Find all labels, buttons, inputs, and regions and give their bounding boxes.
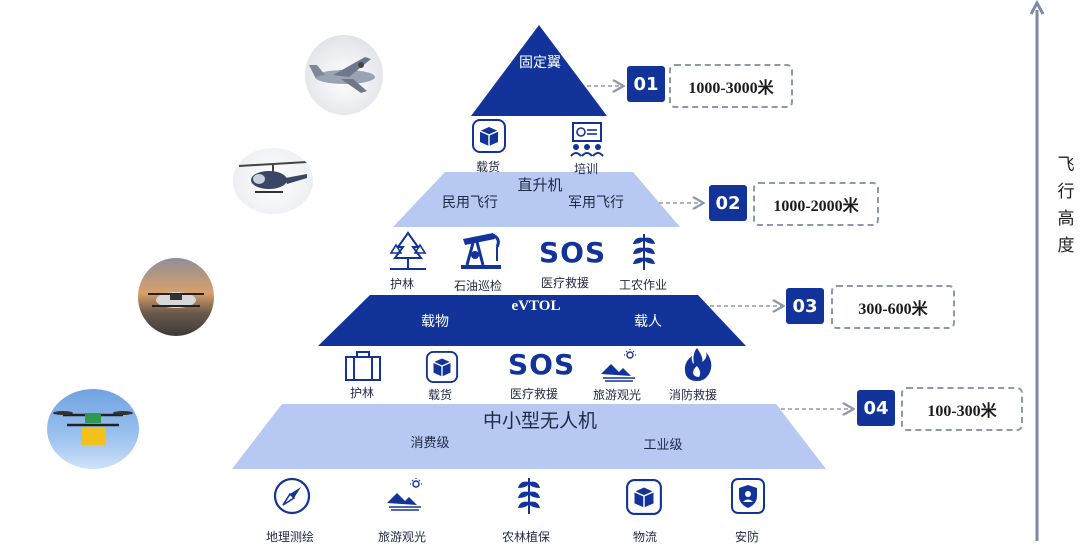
app-label-evtol-cargo: 载货 (428, 388, 453, 402)
tier-evtol-shape (318, 295, 746, 346)
drone-photo (47, 389, 139, 469)
evtol-photo (138, 258, 214, 336)
app-label-evtol-fire: 消防救援 (669, 388, 718, 402)
fire-icon (684, 348, 712, 381)
oil-pump-icon (461, 233, 501, 269)
app-label-fw-training: 培训 (574, 162, 599, 176)
altitude-box-01: 1000-3000米 (669, 64, 793, 108)
tier-sub-drone-industrial: 工业级 (643, 438, 683, 453)
tier-sub-helicopter-military: 军用飞行 (568, 195, 624, 211)
app-label-evtol-medical: 医疗救援 (510, 387, 559, 401)
app-label-heli-oil: 石油巡检 (454, 279, 503, 293)
crop-icon (518, 478, 540, 514)
tier-title-helicopter: 直升机 (517, 176, 563, 194)
badge-02: 02 (709, 185, 747, 221)
app-label-evtol-forest: 护林 (350, 386, 375, 400)
app-label-drone-survey: 地理测绘 (266, 530, 315, 544)
cargo-box-icon (472, 119, 506, 153)
cargo-box-icon (425, 350, 459, 384)
axis-char-2: 行 (1057, 182, 1075, 202)
axis-char-3: 高 (1057, 209, 1075, 229)
badge-04: 04 (857, 390, 895, 426)
axis-char-4: 度 (1057, 236, 1075, 256)
sightseeing-icon (387, 478, 422, 511)
tier-sub-evtol-cargo: 载物 (421, 314, 449, 330)
app-label-drone-security: 安防 (735, 530, 760, 544)
app-label-heli-forest: 护林 (390, 277, 415, 291)
app-label-drone-logistics: 物流 (633, 530, 658, 544)
badge-03: 03 (786, 288, 824, 324)
compass-icon (273, 477, 311, 515)
altitude-axis-arrowhead (1029, 0, 1045, 15)
cargo-box-icon (626, 479, 662, 515)
sos-icon: SOS (508, 348, 576, 381)
tier-title-drone: 中小型无人机 (482, 410, 597, 432)
crop-icon (633, 234, 655, 270)
forest-trees-icon (389, 231, 427, 270)
app-label-fw-cargo: 载货 (476, 160, 501, 174)
altitude-axis-label: 飞 行 高 度 (1054, 152, 1078, 260)
tier-sub-helicopter-civil: 民用飞行 (442, 195, 498, 211)
helicopter-photo (233, 148, 313, 214)
app-label-drone-tour: 旅游观光 (378, 530, 427, 544)
app-label-evtol-tour: 旅游观光 (593, 388, 642, 402)
shield-icon (731, 478, 765, 514)
app-label-heli-agri: 工农作业 (619, 278, 668, 292)
training-icon (570, 122, 604, 157)
app-label-heli-medical: 医疗救援 (541, 276, 590, 290)
altitude-box-04: 100-300米 (901, 387, 1023, 431)
tier-helicopter-shape (393, 172, 680, 227)
sos-icon: SOS (539, 236, 607, 269)
tier-fixed-wing-shape (471, 25, 607, 116)
badge-01: 01 (627, 66, 665, 102)
tier-title-evtol: eVTOL (511, 298, 561, 314)
app-label-drone-agri: 农林植保 (502, 530, 551, 544)
tier-drone-shape (232, 404, 826, 469)
briefcase-icon (345, 351, 381, 381)
tier-sub-drone-consumer: 消费级 (410, 436, 450, 451)
tier-sub-evtol-passenger: 载人 (634, 314, 662, 330)
tier-title-fixed-wing: 固定翼 (519, 55, 561, 71)
axis-char-1: 飞 (1057, 155, 1075, 175)
altitude-box-03: 300-600米 (831, 285, 955, 329)
sightseeing-icon (601, 349, 636, 382)
fixed-wing-photo (305, 35, 383, 115)
altitude-box-02: 1000-2000米 (753, 182, 879, 226)
